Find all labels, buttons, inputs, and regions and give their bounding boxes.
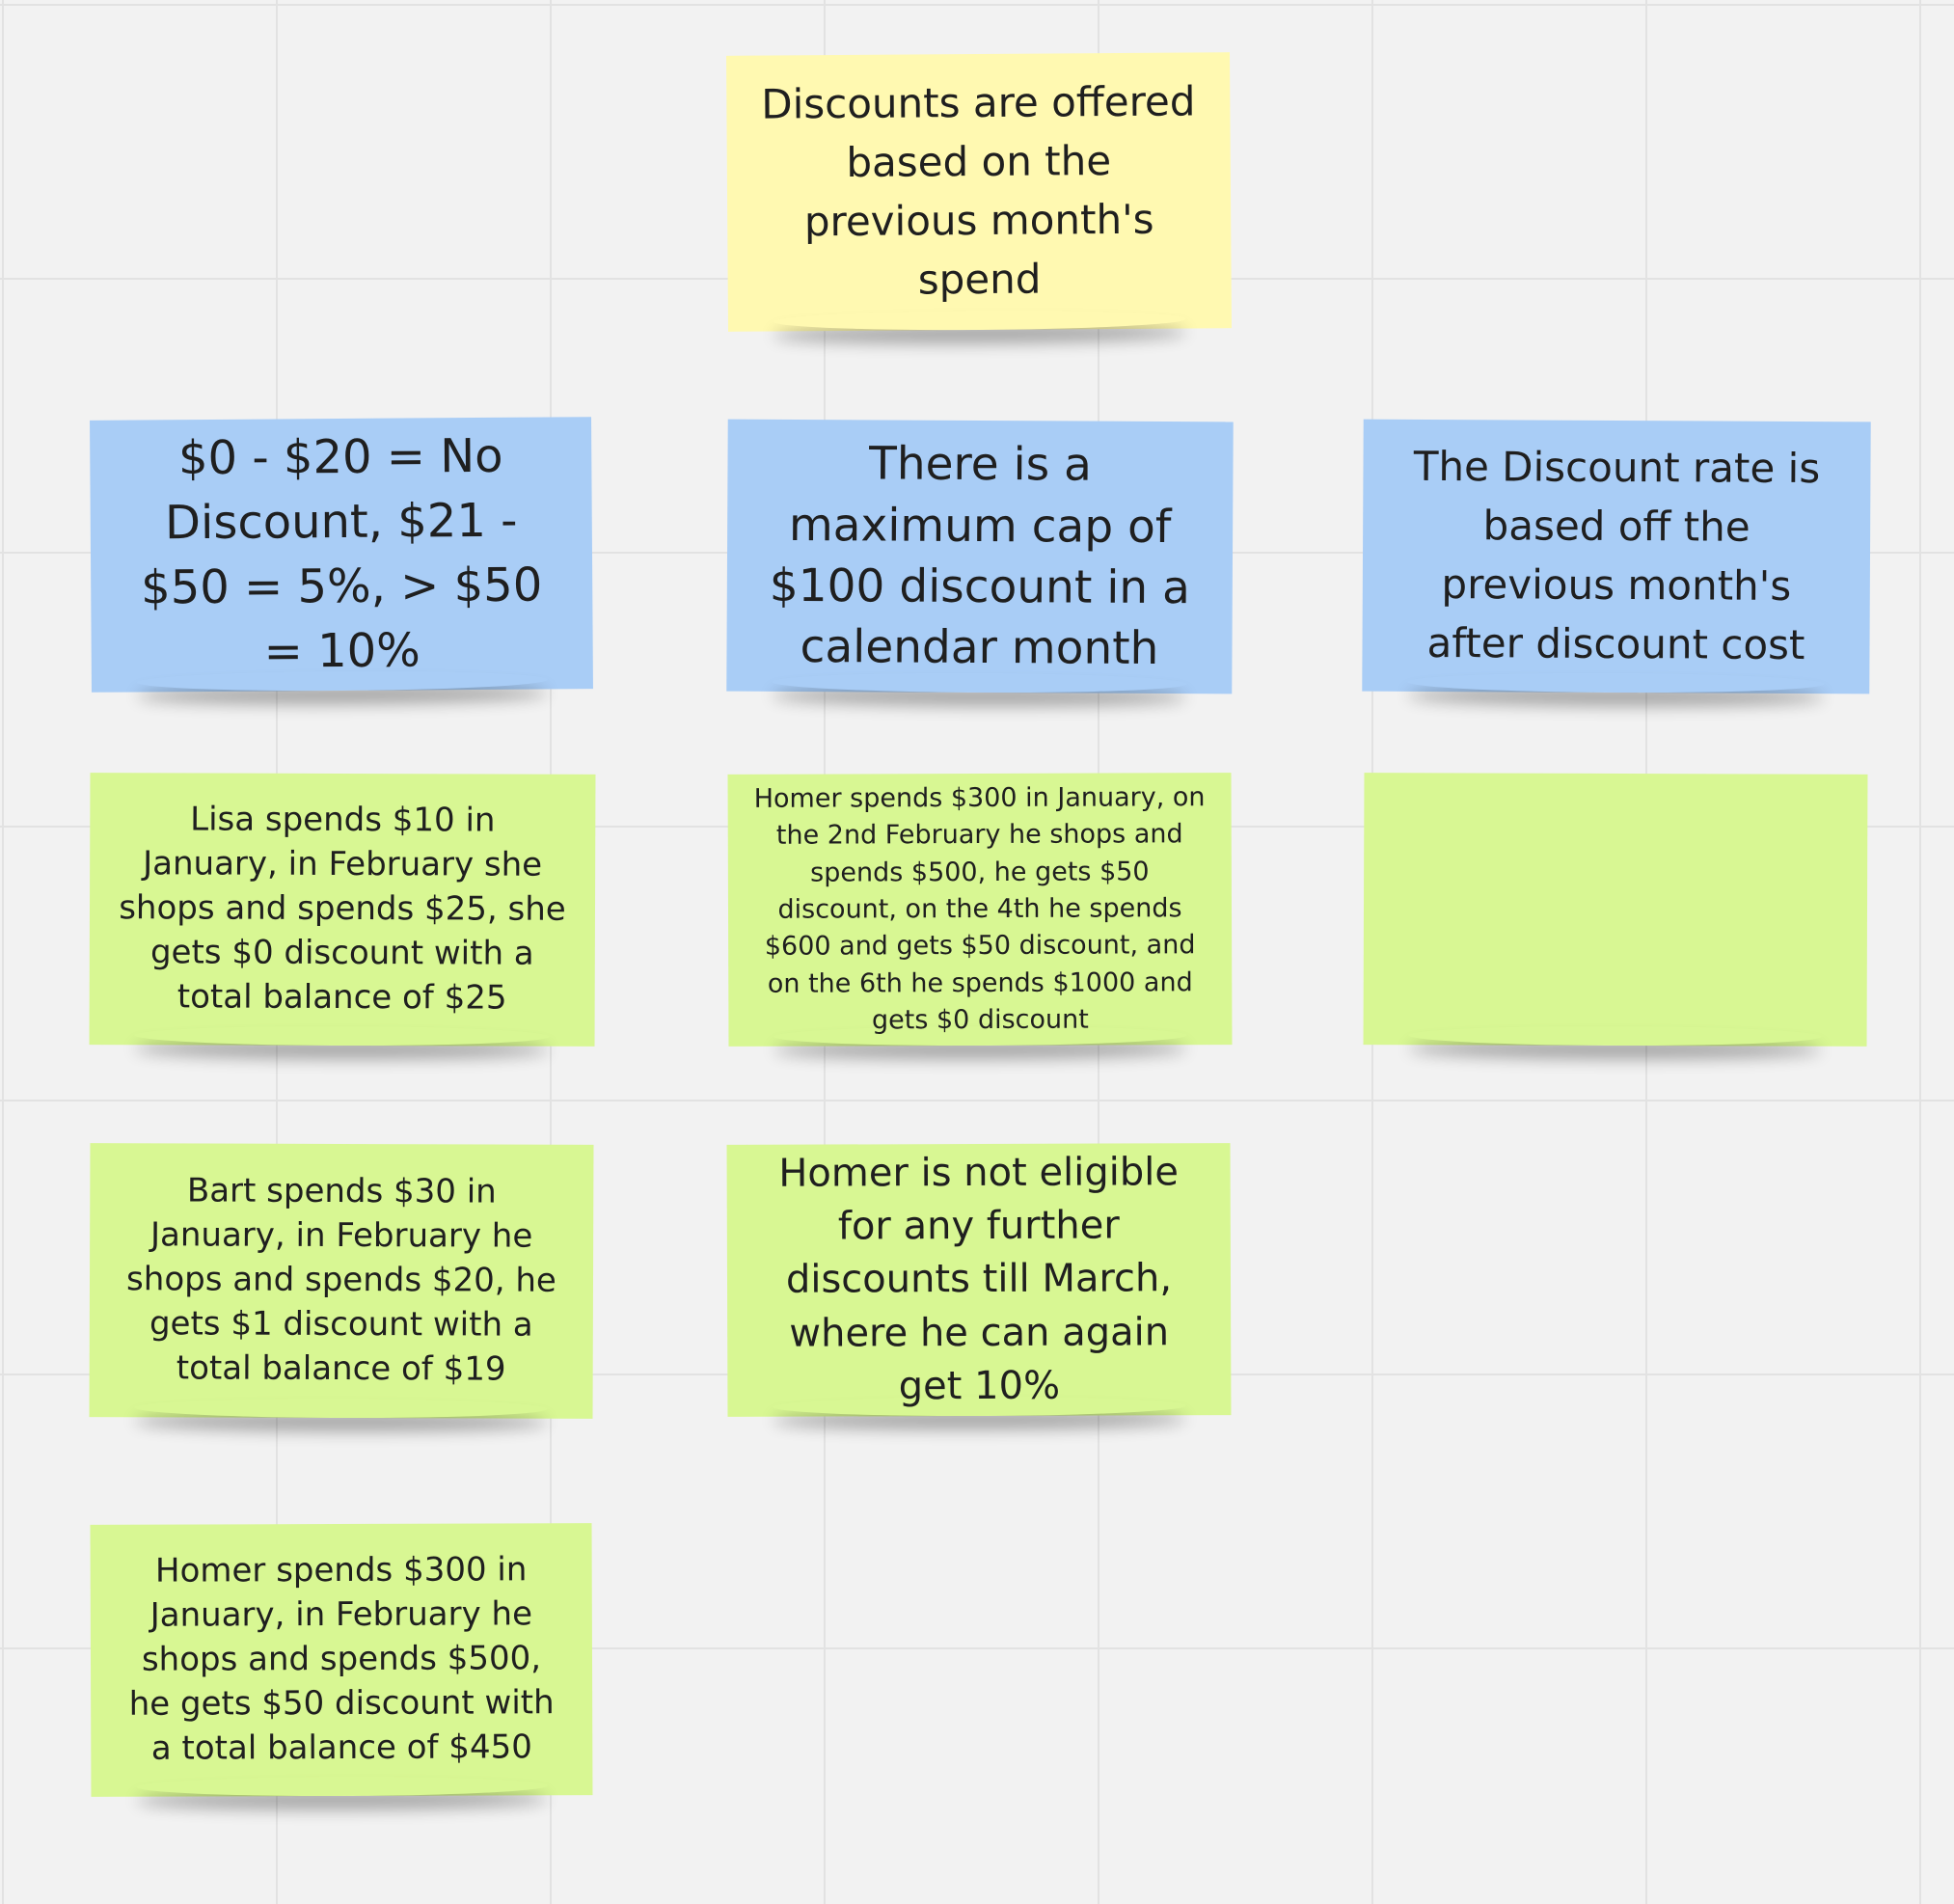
sticky-note-text: There is a maximum cap of $100 discount …	[769, 437, 1191, 676]
sticky-note-lisa-example[interactable]: Lisa spends $10 in January, in February …	[89, 773, 596, 1047]
sticky-note-text: Homer spends $300 in January, on the 2nd…	[753, 782, 1206, 1036]
sticky-note-text: $0 - $20 = No Discount, $21 - $50 = 5%, …	[140, 428, 543, 679]
sticky-note-discount-basis[interactable]: Discounts are offered based on the previ…	[726, 52, 1232, 332]
sticky-note-bart-example[interactable]: Bart spends $30 in January, in February …	[89, 1143, 594, 1419]
sticky-note-text: Bart spends $30 in January, in February …	[126, 1171, 556, 1389]
sticky-note-text: The Discount rate is based off the previ…	[1413, 443, 1821, 668]
sticky-note-homer-february-example[interactable]: Homer spends $300 in January, on the 2nd…	[727, 773, 1233, 1047]
sticky-note-homer-january-example[interactable]: Homer spends $300 in January, in Februar…	[90, 1523, 593, 1797]
sticky-note-maximum-cap[interactable]: There is a maximum cap of $100 discount …	[726, 419, 1234, 694]
sticky-note-empty[interactable]	[1363, 773, 1868, 1047]
sticky-note-text: Homer spends $300 in January, in Februar…	[128, 1550, 555, 1768]
sticky-note-discount-rate-rule[interactable]: The Discount rate is based off the previ…	[1362, 419, 1871, 694]
sticky-note-discount-tiers[interactable]: $0 - $20 = No Discount, $21 - $50 = 5%, …	[90, 417, 593, 693]
sticky-note-homer-march-eligibility[interactable]: Homer is not eligible for any further di…	[726, 1143, 1232, 1417]
sticky-note-text: Discounts are offered based on the previ…	[761, 77, 1196, 304]
sticky-note-text: Lisa spends $10 in January, in February …	[119, 800, 566, 1018]
sticky-note-text: Homer is not eligible for any further di…	[778, 1150, 1180, 1409]
